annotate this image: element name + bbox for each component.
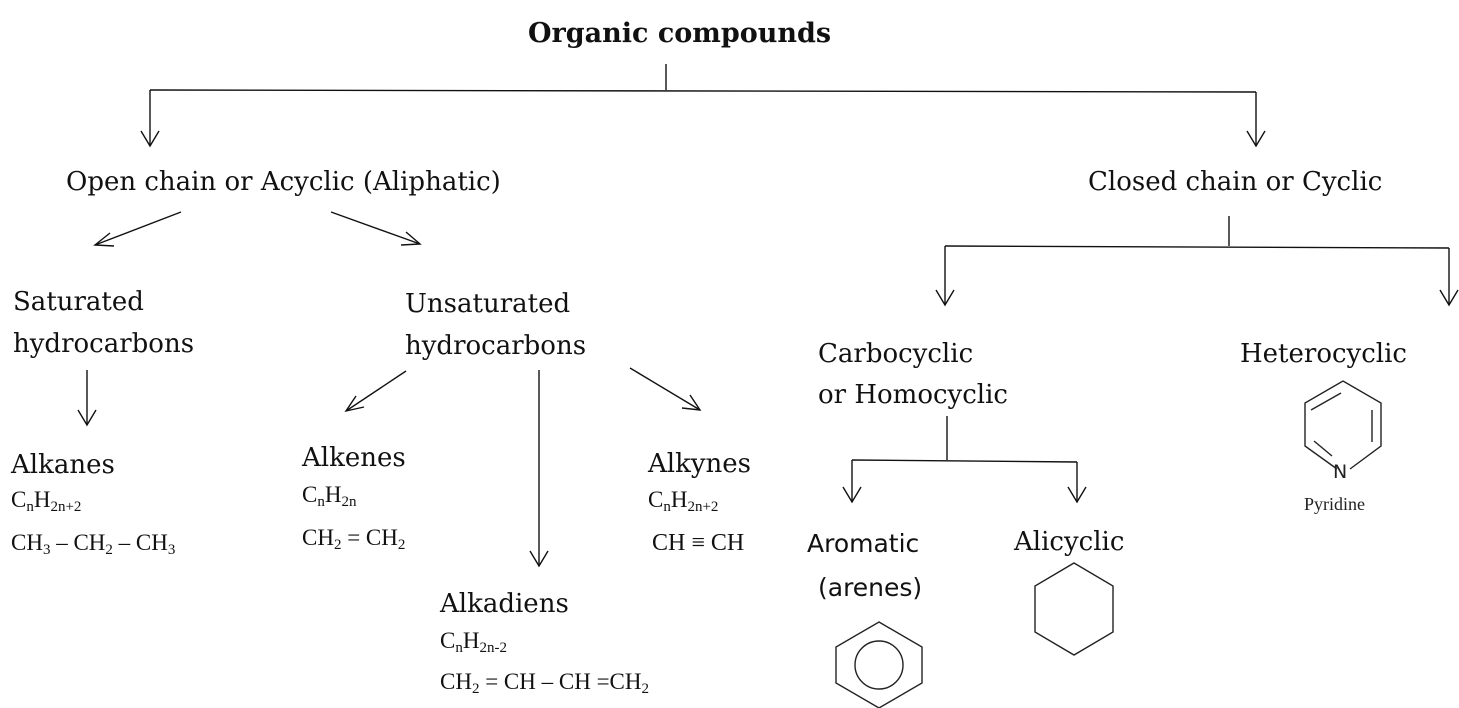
alkadiens-label: Alkadiens [440, 589, 569, 619]
root-bar [149, 89, 1257, 93]
arrow-unsaturated [330, 211, 421, 245]
unsaturated-label-line1: Unsaturated [405, 289, 571, 319]
arrow-head [93, 232, 115, 247]
benzene-ring-icon [835, 621, 923, 708]
arrow-head [400, 231, 422, 246]
arrow-head [1067, 486, 1087, 504]
alicyclic-label: Alicyclic [1014, 527, 1125, 557]
alkenes-general-formula: CnH2n [302, 482, 357, 510]
aromatic-label-line2: (arenes) [818, 573, 923, 602]
pyridine-ring-icon [1304, 380, 1382, 470]
arrow-alkenes [345, 370, 407, 412]
alkenes-label: Alkenes [302, 443, 406, 473]
arrow-alkynes [629, 367, 701, 411]
saturated-label-line1: Saturated [13, 287, 144, 317]
alkanes-label: Alkanes [11, 450, 115, 480]
carbocyclic-label-line1: Carbocyclic [818, 339, 974, 369]
arrow-head [77, 409, 97, 427]
carbocyclic-bar [851, 459, 1078, 463]
carbocyclic-label-line2: or Homocyclic [818, 380, 1008, 410]
connectors [77, 64, 1459, 568]
arrow-head [935, 289, 955, 307]
closed-bar [944, 245, 1450, 249]
alkadiens-general-formula: CnH2n-2 [440, 628, 507, 656]
aromatic-label-line1: Aromatic [807, 529, 920, 558]
arrow-head [140, 130, 160, 148]
alkanes-general-formula: CnH2n+2 [11, 487, 82, 515]
arrow-saturated [94, 211, 182, 246]
arrow-head [344, 395, 365, 413]
open-chain-label: Open chain or Acyclic (Aliphatic) [66, 167, 501, 197]
unsaturated-label-line2: hydrocarbons [405, 331, 587, 361]
alkadiens-example-formula: CH2 = CH – CH =CH2 [440, 669, 649, 697]
pyridine-caption: Pyridine [1304, 494, 1365, 514]
arrow-head [842, 486, 862, 504]
diagram-title: Organic compounds [528, 18, 832, 49]
alkanes-example-formula: CH3 – CH2 – CH3 [11, 530, 176, 558]
cyclohexane-ring-icon [1034, 562, 1114, 656]
alkynes-example-formula: CH ≡ CH [652, 530, 745, 556]
pyridine-nitrogen-atom: N [1333, 461, 1348, 483]
alkenes-example-formula: CH2 = CH2 [302, 525, 406, 553]
alkynes-label: Alkynes [648, 449, 752, 479]
alkynes-general-formula: CnH2n+2 [648, 487, 719, 515]
arrow-head [529, 550, 549, 568]
arrow-head [1246, 130, 1266, 148]
heterocyclic-label: Heterocyclic [1240, 339, 1407, 369]
arrow-head [681, 394, 702, 411]
closed-chain-label: Closed chain or Cyclic [1088, 167, 1383, 197]
saturated-label-line2: hydrocarbons [13, 329, 195, 359]
arrow-head [1439, 289, 1459, 307]
